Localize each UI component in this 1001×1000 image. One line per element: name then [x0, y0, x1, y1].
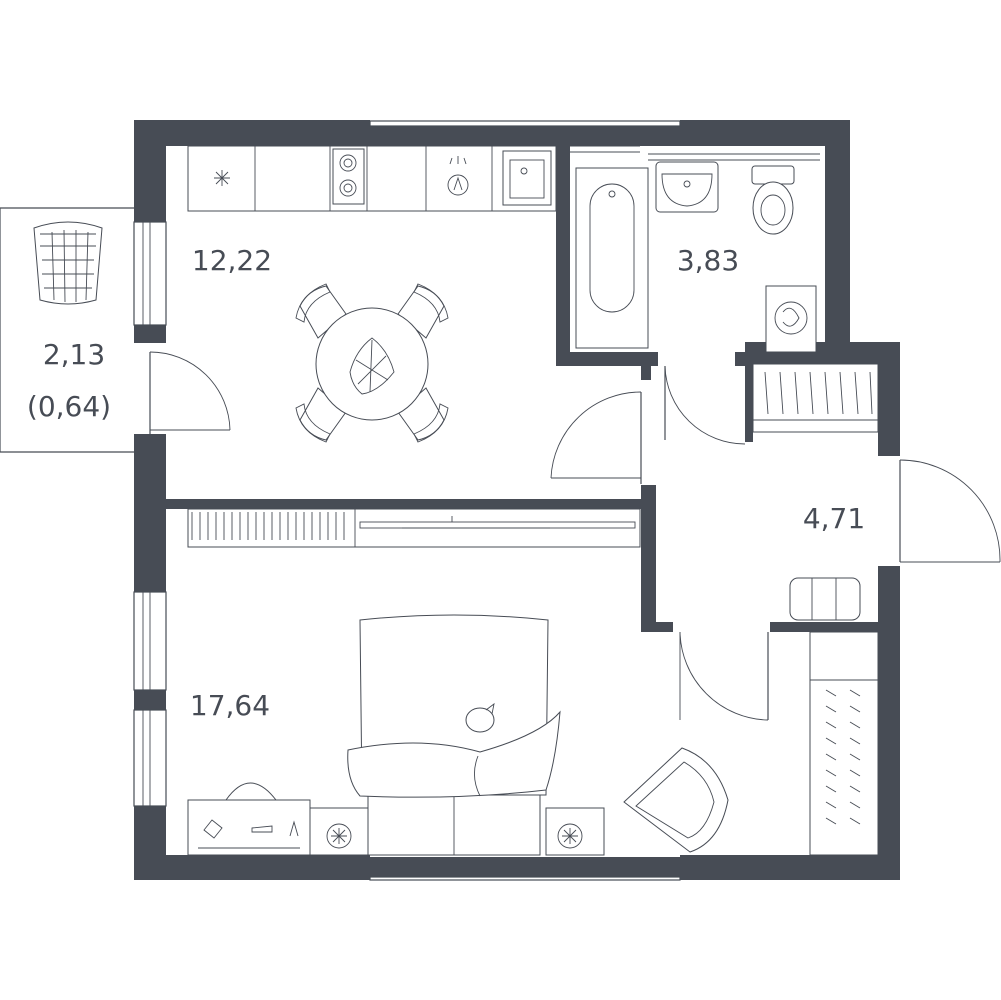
- wall-left-top: [134, 120, 166, 222]
- window-kitchen-left: [133, 221, 167, 326]
- wall-top-mid: [370, 126, 680, 146]
- window-bedroom-left-1: [133, 591, 167, 691]
- nightstand-left: [309, 807, 369, 856]
- armchair-icon: [623, 747, 729, 853]
- cat-icon: [465, 702, 495, 733]
- bathroom: 3,83: [575, 161, 817, 353]
- window-bathroom-top: [570, 145, 820, 161]
- desk-icon: [187, 782, 311, 856]
- wall-top-right: [680, 120, 850, 146]
- windows: [133, 120, 820, 881]
- tv-console: [187, 508, 641, 548]
- wall-left-bottom: [134, 806, 166, 880]
- wall-top-left: [134, 120, 370, 146]
- snowflake-icon: [214, 170, 230, 186]
- kitchen-tap-icon: [447, 156, 469, 196]
- washing-machine-icon: [765, 285, 817, 353]
- wall-bath-left: [556, 140, 570, 365]
- wall-bath-door-jamb: [641, 352, 651, 380]
- wall-bedroom-door-jamb: [641, 622, 673, 632]
- balcony: 2,13 (0,64): [0, 207, 134, 453]
- laundry-basket-icon: [33, 221, 103, 305]
- kitchen-area: 12,22: [192, 244, 272, 277]
- wall-bottom-mid: [370, 857, 680, 877]
- wall-hall-left: [641, 485, 656, 630]
- chair-icon: [295, 283, 347, 339]
- wall-storage-left: [745, 352, 753, 442]
- wall-left-mid: [134, 434, 166, 592]
- kitchen-counter: [187, 145, 557, 212]
- balcony-area: 2,13: [43, 338, 105, 371]
- wall-wardrobe-top: [770, 622, 878, 632]
- dining-table-icon: [295, 283, 449, 443]
- wall-kitchen-bedroom: [166, 499, 644, 509]
- wall-right-upper: [825, 120, 850, 342]
- balcony-area-reduced: (0,64): [27, 390, 111, 423]
- chair-icon: [295, 387, 347, 443]
- shoe-rack-icon: [789, 577, 861, 621]
- bedroom-door: [679, 631, 769, 721]
- nightstand-right: [545, 807, 605, 856]
- wall-right-hall-lower: [878, 566, 900, 880]
- bed-icon: [347, 614, 561, 856]
- washbasin-icon: [655, 161, 719, 213]
- hall-area: 4,71: [803, 502, 865, 535]
- bathroom-area: 3,83: [677, 244, 739, 277]
- entrance-door: [899, 459, 1001, 563]
- wall-left-pier-1: [134, 325, 166, 343]
- kitchen-sink-icon: [502, 150, 552, 206]
- wall-bath-bottom: [556, 352, 658, 366]
- window-top-kitchen: [369, 120, 681, 127]
- wardrobe: [809, 631, 879, 856]
- wall-right-hall-upper: [878, 342, 900, 456]
- bathtub-icon: [575, 167, 649, 349]
- stove-icon: [332, 148, 365, 205]
- storage-shelves: [752, 363, 879, 433]
- window-bottom-bedroom: [369, 876, 681, 881]
- balcony-outline: [0, 207, 134, 453]
- kitchen: 12,22: [187, 145, 557, 443]
- wall-bottom-right: [680, 855, 900, 880]
- window-bedroom-left-2: [133, 709, 167, 807]
- bathroom-door: [664, 365, 746, 445]
- kitchen-hall-door: [550, 391, 642, 484]
- toilet-icon: [751, 165, 795, 235]
- chair-icon: [397, 283, 449, 339]
- chair-icon: [397, 387, 449, 443]
- hall: 4,71: [550, 391, 1001, 621]
- wall-bottom-left: [134, 855, 370, 880]
- balcony-door: [149, 351, 231, 434]
- bedroom: 17,64: [187, 508, 729, 856]
- plant-icon: [349, 337, 395, 395]
- bedroom-area: 17,64: [190, 689, 270, 722]
- wall-left-pier-2: [134, 690, 166, 710]
